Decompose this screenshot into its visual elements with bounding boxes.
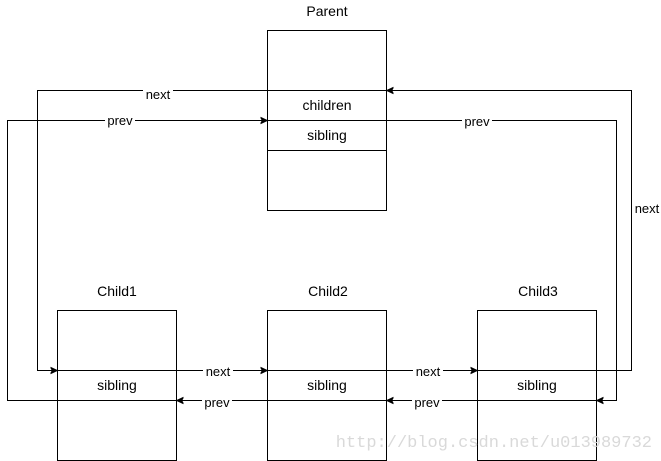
edge-label-bg (462, 114, 492, 128)
edge-label-parent-prev-right: prev (464, 114, 490, 129)
child3-box (477, 310, 597, 461)
parent-node (267, 30, 387, 211)
edge-parent-prev-right (386, 120, 617, 401)
child3-node (477, 310, 597, 461)
child1-box (57, 310, 177, 461)
child2-node (267, 310, 387, 461)
child3-title: Child3 (518, 283, 558, 299)
parent-title: Parent (306, 3, 347, 19)
edge-label-child2-child1-prev: prev (204, 395, 230, 410)
edge-parent-next-right (387, 91, 632, 371)
edge-label-bg (413, 364, 443, 378)
edge-label-bg (632, 201, 661, 216)
edge-label-bg (203, 364, 233, 378)
edge-label-child1-child2-next: next (206, 364, 231, 379)
edge-label-bg (143, 87, 173, 101)
parent-field-sibling: sibling (307, 127, 347, 143)
edge-label-child2-child3-next: next (416, 364, 441, 379)
edge-label-parent-next-right: next (635, 201, 660, 216)
watermark-text: http://blog.csdn.net/u013989732 (336, 434, 652, 453)
child2-box (267, 310, 387, 461)
child2-title: Child2 (308, 283, 348, 299)
child1-field-sibling: sibling (97, 377, 137, 393)
edge-label-bg (412, 395, 442, 409)
edge-label-child3-child2-prev: prev (414, 395, 440, 410)
edge-label-bg (105, 113, 135, 127)
child1-node (57, 310, 177, 461)
child2-field-sibling: sibling (307, 377, 347, 393)
edge-label-parent-prev-left: prev (107, 113, 133, 128)
child1-title: Child1 (97, 283, 137, 299)
edge-label-parent-next-left: next (146, 87, 171, 102)
parent-field-children: children (302, 97, 351, 113)
edge-label-bg (202, 395, 232, 409)
child3-field-sibling: sibling (517, 377, 557, 393)
edge-parent-prev-left (7, 121, 268, 401)
